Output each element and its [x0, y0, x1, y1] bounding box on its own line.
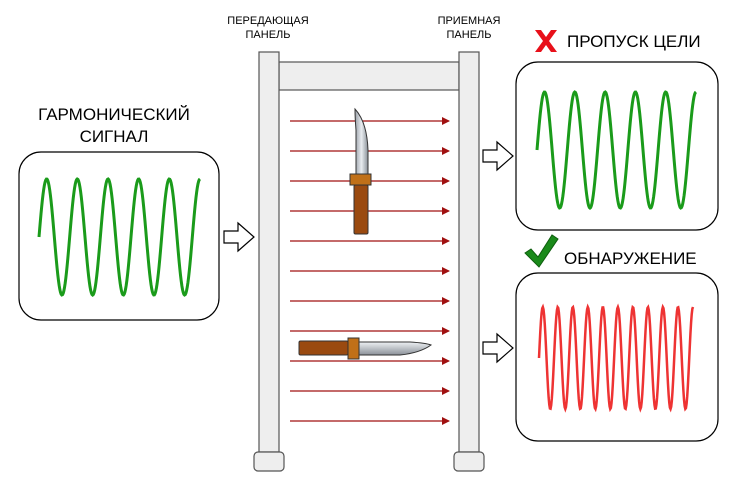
- miss-sine-wave: [535, 90, 697, 210]
- input-signal-title-line1: ГАРМОНИЧЕСКИЙ: [38, 105, 190, 124]
- receive-panel: [458, 51, 480, 453]
- transmit-panel-foot: [253, 451, 285, 472]
- transmit-panel-label-line1: ПЕРЕДАЮЩАЯ: [227, 15, 308, 27]
- input-arrow-icon: [223, 221, 255, 253]
- frame-top-beam: [278, 61, 460, 91]
- horizontal-knife-icon: [298, 337, 433, 360]
- receive-panel-label-line1: ПРИЕМНАЯ: [438, 15, 501, 27]
- receive-panel-foot: [453, 451, 485, 472]
- output-arrow-detect-icon: [482, 332, 514, 364]
- detect-result-label: ОБНАРУЖЕНИЕ: [564, 249, 697, 268]
- receive-panel-label-line2: ПАНЕЛЬ: [447, 29, 492, 41]
- beam-arrows: [290, 117, 450, 425]
- miss-result-label: ПРОПУСК ЦЕЛИ: [567, 32, 701, 51]
- red-x-icon: [535, 30, 557, 52]
- detect-sine-wave: [537, 303, 695, 413]
- output-arrow-miss-icon: [482, 140, 514, 172]
- input-sine-wave: [37, 177, 201, 297]
- transmit-panel: [258, 51, 280, 453]
- transmit-panel-label-line2: ПАНЕЛЬ: [246, 29, 291, 41]
- green-check-icon: [524, 234, 559, 268]
- input-signal-title-line2: СИГНАЛ: [80, 127, 149, 146]
- vertical-knife-icon: [349, 107, 372, 235]
- input-signal-box: [18, 151, 220, 321]
